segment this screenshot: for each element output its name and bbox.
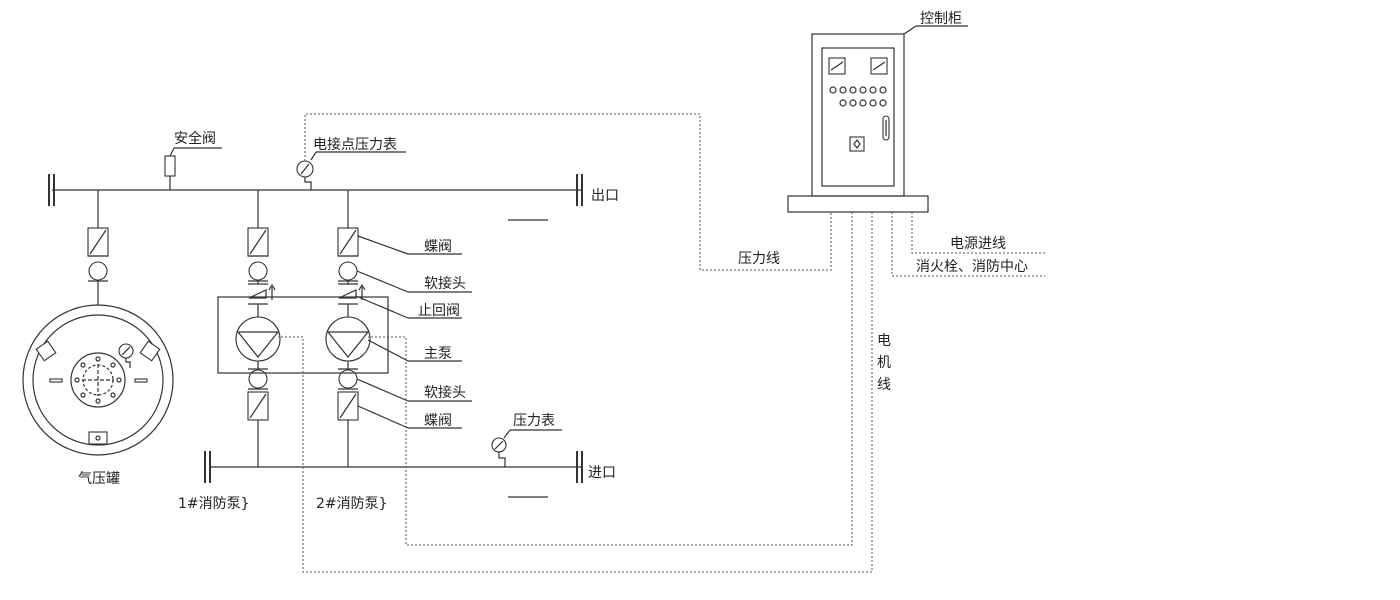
label-pressure-gauge: 压力表 [513,413,555,429]
label-tank: 气压罐 [78,471,120,487]
label-motor-line-3: 线 [877,377,891,393]
label-check-valve: 止回阀 [418,303,460,319]
control-cabinet [787,25,968,213]
label-motor-line-2: 机 [877,355,891,371]
label-control-cabinet: 控制柜 [920,11,962,27]
label-safety-valve: 安全阀 [174,130,216,147]
label-soft-joint-bottom: 软接头 [424,384,466,401]
contact-pressure-gauge [296,151,406,190]
pressure-tank [22,304,174,456]
pump1-branch [235,190,281,467]
label-power-in-line: 电源进线 [950,236,1006,252]
inlet-pressure-gauge [491,429,562,467]
label-pressure-line: 压力线 [738,251,780,267]
label-pump2: 2#消防泵} [316,496,388,512]
pump2-branch [325,190,371,467]
label-soft-joint-top: 软接头 [424,275,466,292]
label-outlet: 出口 [591,188,619,204]
label-hydrant-center: 消火栓、消防中心 [916,259,1028,275]
control-wiring [278,113,1045,573]
outlet-pipe [48,174,583,221]
leader-lines [355,235,472,429]
inlet-pipe [204,451,583,498]
label-pump1: 1#消防泵} [178,496,250,512]
label-inlet: 进口 [588,465,616,481]
label-main-pump: 主泵 [424,346,452,362]
label-butterfly-valve-bottom: 蝶阀 [424,413,452,429]
safety-valve [164,147,222,190]
label-contact-gauge: 电接点压力表 [313,136,397,153]
label-motor-line-1: 电 [877,333,891,349]
tank-branch [87,190,109,305]
label-butterfly-valve-top: 蝶阀 [424,239,452,255]
